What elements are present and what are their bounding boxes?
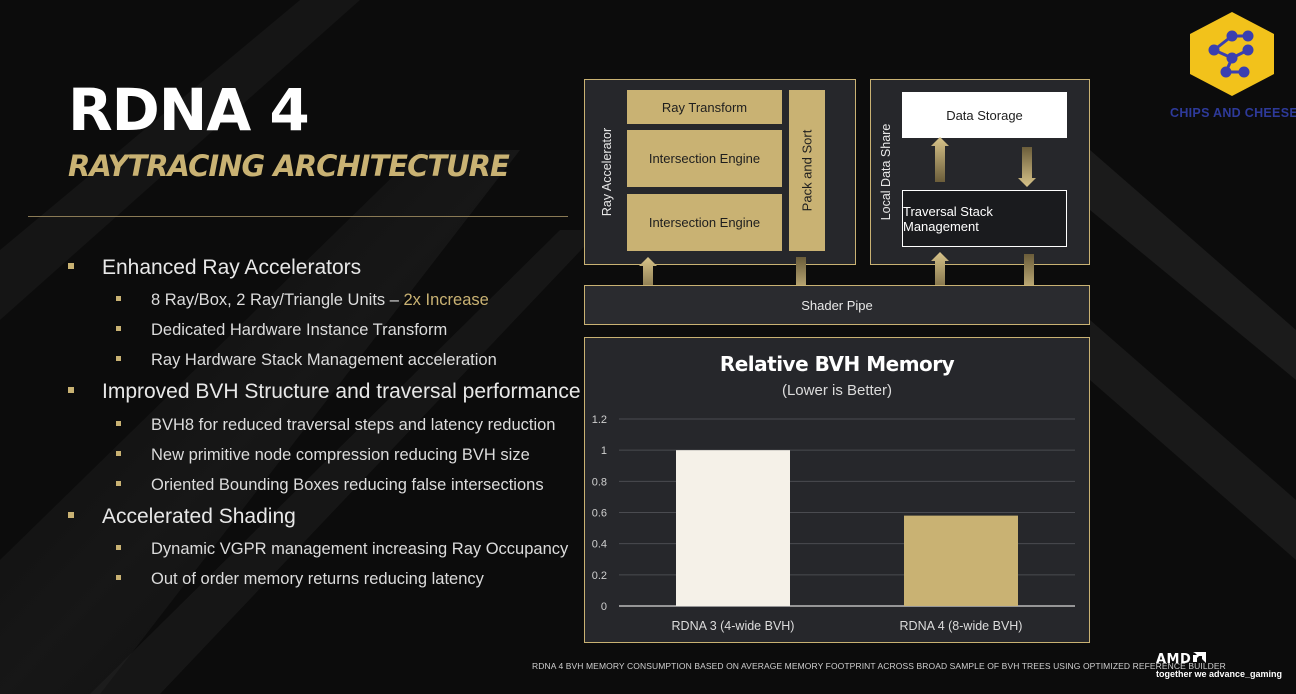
bullet-marker-icon: [116, 356, 121, 362]
y-tick-label: 1: [601, 445, 607, 457]
bullet-marker-icon: [116, 326, 121, 332]
tagline: together we advance_gaming: [1156, 669, 1283, 679]
sub-bullet-item: New primitive node compression reducing …: [116, 446, 530, 465]
bullet-item: Accelerated Shading: [68, 505, 296, 529]
sub-bullet-item: BVH8 for reduced traversal steps and lat…: [116, 416, 555, 435]
intersection-engine-block-2: Intersection Engine: [627, 194, 782, 251]
y-tick-label: 0.4: [592, 539, 607, 551]
pack-and-sort-block: Pack and Sort: [789, 90, 825, 251]
title-divider: [28, 216, 568, 217]
bullet-marker-icon: [116, 421, 121, 427]
amd-logo: AMD: [1156, 652, 1207, 667]
bullet-marker-icon: [116, 481, 121, 487]
bullet-item: Enhanced Ray Accelerators: [68, 256, 361, 280]
sub-bullet-item: Dynamic VGPR management increasing Ray O…: [116, 540, 568, 559]
footnote: RDNA 4 BVH MEMORY CONSUMPTION BASED ON A…: [532, 661, 1226, 671]
y-tick-label: 0.6: [592, 508, 607, 520]
bullet-marker-icon: [116, 451, 121, 457]
x-category-label: RDNA 3 (4-wide BVH): [672, 619, 795, 633]
chart-title: Relative BVH Memory: [719, 352, 955, 376]
chart-subtitle: (Lower is Better): [781, 382, 893, 399]
bullet-marker-icon: [68, 387, 74, 394]
ray-accelerator-label: Ray Accelerator: [600, 127, 614, 217]
y-tick-label: 0.8: [592, 476, 607, 488]
shader-pipe-block: Shader Pipe: [584, 285, 1090, 325]
slide-title: RDNA 4: [68, 76, 310, 144]
intersection-engine-block-1: Intersection Engine: [627, 130, 782, 187]
sub-bullet-item: Ray Hardware Stack Management accelerati…: [116, 351, 497, 370]
sub-bullet-item: Oriented Bounding Boxes reducing false i…: [116, 476, 544, 495]
chips-and-cheese-logo-icon: [1190, 12, 1274, 96]
watermark-text: CHIPS AND CHEESE: [1170, 106, 1296, 120]
bullet-item: Improved BVH Structure and traversal per…: [68, 380, 581, 404]
bar-1: [904, 515, 1018, 606]
highlight-text: 2x Increase: [403, 291, 489, 309]
y-tick-label: 1.2: [592, 414, 607, 426]
sub-bullet-item: Dedicated Hardware Instance Transform: [116, 321, 447, 340]
traversal-stack-block: Traversal Stack Management: [902, 190, 1067, 247]
ray-transform-block: Ray Transform: [627, 90, 782, 124]
y-tick-label: 0: [601, 601, 607, 613]
bullet-marker-icon: [116, 545, 121, 551]
data-storage-block: Data Storage: [902, 92, 1067, 138]
slide-subtitle: RAYTRACING ARCHITECTURE: [68, 149, 510, 183]
bullet-marker-icon: [116, 575, 121, 581]
bullet-marker-icon: [116, 296, 121, 302]
local-data-share-label: Local Data Share: [879, 123, 893, 221]
x-category-label: RDNA 4 (8-wide BVH): [900, 619, 1023, 633]
y-tick-label: 0.2: [592, 570, 607, 582]
bullet-marker-icon: [68, 263, 74, 270]
sub-bullet-item: 8 Ray/Box, 2 Ray/Triangle Units – 2x Inc…: [116, 291, 489, 310]
amd-arrow-icon: [1193, 652, 1207, 663]
bar-0: [676, 450, 790, 606]
sub-bullet-item: Out of order memory returns reducing lat…: [116, 570, 484, 589]
bullet-marker-icon: [68, 512, 74, 519]
